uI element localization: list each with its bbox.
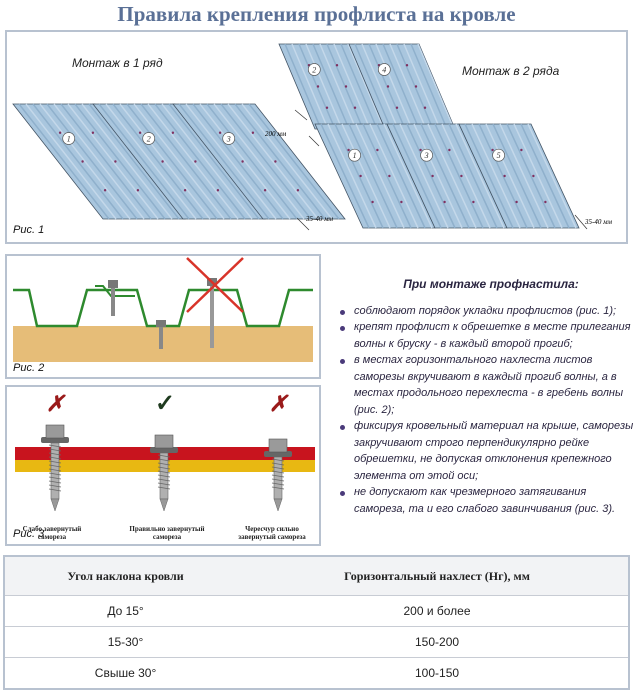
- cross-icon: [186, 257, 244, 313]
- table-row: 15-30°150-200: [4, 626, 629, 658]
- self-tapping-screw: [41, 424, 69, 512]
- screw-label-correct: Правильно завернутый самореза: [129, 525, 205, 541]
- figure-3-caption: Рис. 3: [13, 528, 45, 540]
- table-cell: Свыше 30°: [94, 666, 157, 680]
- sheet-number-badge: [222, 132, 236, 145]
- table-cell: 150-200: [246, 626, 629, 658]
- roof-sheet: 3: [386, 123, 508, 229]
- sheet-number: 5: [497, 151, 501, 160]
- sheet-number: 2: [312, 66, 316, 75]
- figure-2-panel: Рис. 2: [5, 254, 321, 379]
- sheet-number-badge: [377, 63, 391, 76]
- screw-label-tight: Чересчур сильно завернутый самореза: [238, 525, 306, 541]
- sheet-number-badge: [62, 132, 76, 145]
- sheet-number: 3: [424, 151, 429, 160]
- note-item: в местах горизонтального нахлеста листов…: [336, 352, 633, 418]
- roof-sheet: 3: [172, 103, 346, 220]
- installation-notes: При монтаже профнастила: соблюдают поряд…: [336, 276, 633, 517]
- column-header: Угол наклона кровли: [4, 556, 247, 596]
- notes-heading: При монтаже профнастила:: [403, 277, 579, 291]
- double-row-sheets: 2 4 1 3 5: [278, 43, 580, 229]
- table-cell: 200 и более: [246, 595, 629, 627]
- sheet-number-badge: [142, 132, 156, 145]
- single-row-label: Монтаж в 1 ряд: [72, 56, 163, 70]
- edge-dimension-left: 35-40 мм: [305, 215, 334, 223]
- table-cell: 100-150: [415, 666, 460, 680]
- table-header-row: Угол наклона кровли Горизонтальный нахле…: [4, 556, 629, 596]
- table-row: До 15°200 и более: [4, 595, 629, 627]
- sheet-number: 1: [67, 135, 71, 144]
- table-cell: 15-30°: [4, 626, 247, 658]
- screw-correct-crest: [108, 280, 118, 316]
- double-row-label: Монтаж в 2 ряда: [462, 64, 560, 78]
- sheet-number: 1: [353, 151, 357, 160]
- table-row: Свыше 30° 100-150: [4, 658, 629, 690]
- figure-1-panel: 1 2 3 2 4 1 3 5 200 мм 35-40 мм 35-40 мм Монта…: [5, 30, 628, 244]
- page-title: Правила крепления профлиста на кровле: [117, 2, 516, 26]
- cross-mark-icon: ✗: [269, 391, 288, 416]
- edge-dimension-right: 35-40 мм: [584, 218, 613, 226]
- roof-sheet: 1: [314, 123, 436, 229]
- sheet-number: 3: [226, 135, 231, 144]
- single-row-sheets: 1 2 3: [12, 103, 346, 220]
- overlap-table: Угол наклона кровли Горизонтальный нахле…: [3, 555, 630, 690]
- sheet-number-badge: [420, 148, 433, 162]
- overlap-dimension: 200 мм: [265, 130, 287, 138]
- roof-sheet: 2: [92, 103, 266, 220]
- note-item: не допускают как чрезмерного затягивания…: [336, 484, 633, 517]
- sheet-number: 4: [382, 66, 386, 75]
- note-item: соблюдают порядок укладки профлистов (ри…: [336, 303, 633, 320]
- sheet-number-badge: [307, 63, 321, 76]
- roof-sheets-diagram: 1 2 3 2 4 1 3 5 200 мм 35-40 мм 35-40 мм: [12, 43, 613, 231]
- self-tapping-screw: [264, 438, 292, 512]
- screw-tightening-diagram: [15, 424, 315, 512]
- roof-sheet: 1: [12, 103, 186, 220]
- check-mark-icon: ✓: [155, 390, 176, 417]
- table-cell: До 15°: [4, 595, 247, 627]
- figure-3-panel: Слабо завернутый самореза Правильно заве…: [5, 385, 321, 546]
- figure-1-caption: Рис. 1: [13, 224, 45, 236]
- screw-label-loose: Слабо завернутый самореза: [22, 525, 82, 541]
- note-item: фиксируя кровельный материал на крыше, с…: [336, 418, 633, 484]
- note-item: крепят профлист к обрешетке в месте прил…: [336, 319, 633, 352]
- roof-sheet: 2: [278, 43, 386, 130]
- column-header: Горизонтальный нахлест (Нг), мм: [246, 556, 629, 596]
- sheet-number: 2: [147, 135, 151, 144]
- figure-2-caption: Рис. 2: [13, 362, 45, 374]
- roof-sheet: 5: [458, 123, 580, 229]
- profile-fastening-diagram: [13, 257, 313, 362]
- cross-mark-icon: ✗: [46, 391, 65, 416]
- roof-sheet: 4: [348, 43, 456, 130]
- self-tapping-screw: [150, 434, 178, 512]
- screw-correct-valley: [156, 320, 166, 349]
- sheet-number-badge: [492, 148, 505, 162]
- sheet-number-badge: [348, 148, 361, 162]
